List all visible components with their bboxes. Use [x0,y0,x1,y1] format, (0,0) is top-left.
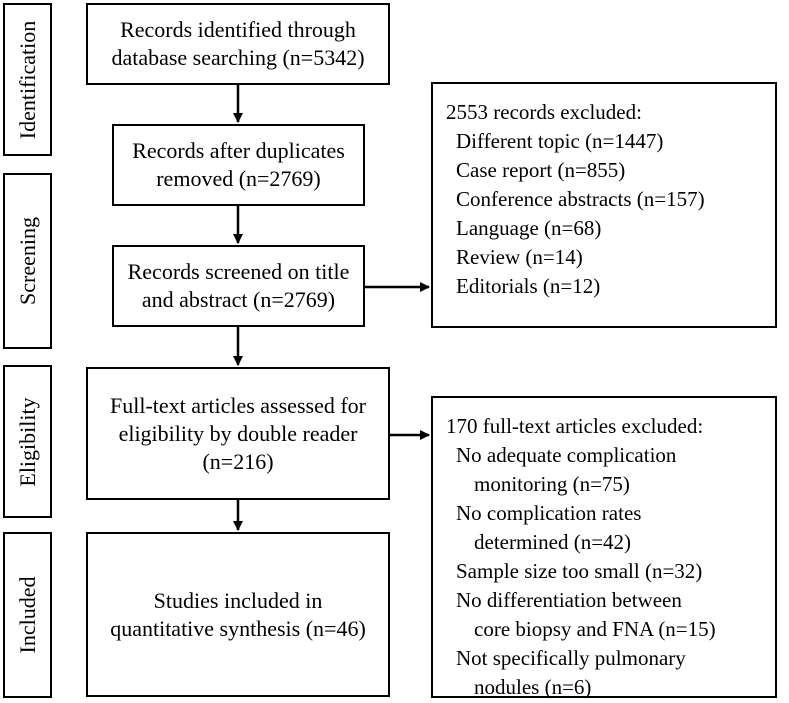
exclusion-item-continued: core biopsy and FNA (n=15) [474,617,716,641]
exclusion-item: Not specifically pulmonary [456,646,686,670]
exclusions-title: 2553 records excluded: [446,100,642,124]
box-line: quantitative synthesis (n=46) [110,615,366,641]
box-line: Records identified through [120,17,356,42]
box-line: Records after duplicates [132,138,345,163]
fulltext-box: Full-text articles assessed for eligibil… [86,367,390,500]
deduplicated-box: Records after duplicates removed (n=2769… [112,124,365,206]
box-line: eligibility by double reader [118,420,358,446]
exclusion-item: No differentiation between [456,588,682,612]
exclusion-item: Sample size too small (n=32) [456,559,703,583]
exclusion-item: No adequate complication [456,443,677,467]
stage-screening: Screening [3,173,52,349]
box-line: Records screened on title [127,259,350,284]
included-box: Studies included in quantitative synthes… [86,532,390,697]
fulltext-exclusions-box: 170 full-text articles excluded: No adeq… [431,396,777,699]
stage-identification: Identification [3,3,52,156]
identified-box: Records identified through database sear… [86,3,390,85]
box-line: removed (n=2769) [156,166,321,191]
box-line: database searching (n=5342) [111,45,365,70]
exclusion-item-continued: determined (n=42) [474,530,632,554]
exclusion-item: No complication rates [456,501,642,525]
exclusion-item: Editorials (n=12) [456,274,601,298]
exclusion-item: Language (n=68) [456,216,602,240]
exclusion-item: Review (n=14) [456,245,583,269]
exclusion-item: Conference abstracts (n=157) [456,187,705,211]
screened-box: Records screened on title and abstract (… [112,245,365,327]
stage-eligibility: Eligibility [3,365,52,518]
exclusion-item-continued: nodules (n=6) [474,675,592,699]
stage-included: Included [3,532,52,698]
exclusion-item: Case report (n=855) [456,158,626,182]
box-line: Full-text articles assessed for [110,392,366,418]
box-line: and abstract (n=2769) [141,287,336,312]
exclusion-item: Different topic (n=1447) [456,129,664,153]
exclusion-item-continued: monitoring (n=75) [474,472,630,496]
box-line: Studies included in [153,587,323,613]
box-line: (n=216) [202,448,274,474]
screening-exclusions-box: 2553 records excluded: Different topic (… [431,82,777,328]
exclusions-title: 170 full-text articles excluded: [446,414,704,438]
